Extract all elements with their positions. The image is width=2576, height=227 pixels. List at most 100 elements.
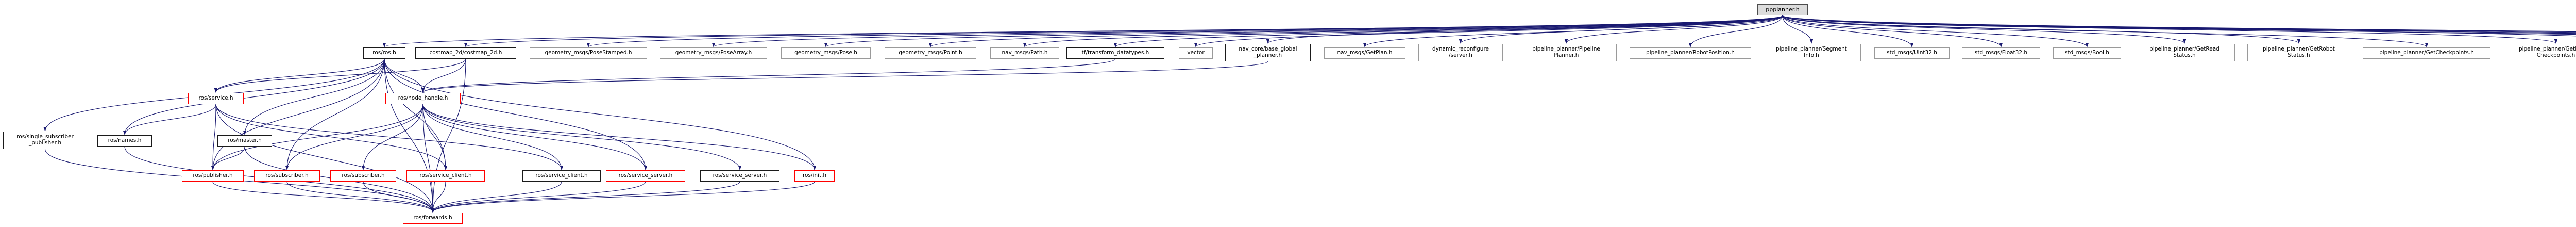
graph-edge [431, 181, 740, 213]
graph-node[interactable]: nav_core/base_global _planner.h [1225, 44, 1311, 61]
graph-edge [1782, 15, 2186, 44]
graph-node[interactable]: costmap_2d/costmap_2d.h [415, 47, 516, 59]
graph-edge [1782, 15, 2576, 33]
graph-edge [422, 104, 742, 170]
graph-node[interactable]: pipeline_planner/GetRobot Status.h [2247, 44, 2350, 61]
graph-edge [421, 58, 1116, 93]
graph-edge [1782, 15, 2576, 33]
graph-node[interactable]: pipeline_planner/GetCheckpoints.h [2363, 47, 2490, 59]
graph-node[interactable]: ros/service_server.h [606, 170, 685, 182]
graph-node[interactable]: pipeline_planner/Pipeline Planner.h [1516, 44, 1617, 61]
graph-edge [1114, 15, 1783, 47]
graph-edge [431, 58, 466, 213]
graph-edge [1782, 15, 1814, 44]
graph-edge [384, 58, 817, 170]
graph-edge [243, 58, 385, 135]
graph-edge [1782, 15, 2428, 47]
graph-node[interactable]: std_msgs/UInt32.h [1874, 47, 1950, 59]
graph-node[interactable]: std_msgs/Bool.h [2053, 47, 2121, 59]
graph-node[interactable]: ros/single_subscriber _publisher.h [3, 132, 87, 149]
graph-node[interactable]: ros/master.h [217, 135, 272, 147]
graph-node[interactable]: ros/forwards.h [403, 213, 463, 224]
graph-edge [431, 181, 446, 213]
graph-edge [1782, 15, 2003, 47]
graph-edge [211, 146, 245, 170]
graph-edge [421, 61, 1268, 93]
graph-edge [1782, 15, 2576, 35]
graph-node[interactable]: nav_msgs/Path.h [990, 47, 1059, 59]
graph-edge [422, 104, 648, 170]
graph-node[interactable]: ros/publisher.h [182, 170, 244, 182]
graph-node[interactable]: ros/subscriber.h [330, 170, 396, 182]
graph-node[interactable]: dynamic_reconfigure /server.h [1418, 44, 1503, 61]
graph-edge [1194, 15, 1783, 47]
graph-edge [422, 104, 435, 213]
graph-edge [384, 58, 435, 213]
graph-edge [431, 181, 646, 213]
graph-edge [422, 104, 817, 170]
graph-edge [431, 181, 562, 213]
graph-edge [1564, 15, 1783, 44]
graph-edge [824, 15, 1783, 47]
graph-node-root[interactable]: ppplanner.h [1757, 4, 1808, 15]
graph-edge [211, 104, 216, 170]
graph-node[interactable]: ros/service_server.h [700, 170, 779, 182]
graph-node[interactable]: pipeline_planner/Segment Info.h [1762, 44, 1861, 61]
graph-edge [214, 58, 466, 93]
graph-edge [464, 15, 1783, 47]
graph-edge [712, 15, 1783, 47]
graph-node[interactable]: tf/transform_datatypes.h [1066, 47, 1164, 59]
graph-edge [1782, 15, 2557, 44]
graph-edge [363, 181, 435, 213]
graph-node[interactable]: ros/init.h [794, 170, 835, 182]
graph-edge [286, 181, 435, 213]
graph-edge [422, 104, 448, 170]
graph-edge [1688, 15, 1783, 47]
graph-edge [1266, 15, 1783, 44]
graph-node[interactable]: ros/service_client.h [522, 170, 601, 182]
graph-edge [929, 15, 1783, 47]
graph-edge [285, 58, 385, 170]
graph-edge [215, 104, 435, 213]
graph-node[interactable]: ros/ros.h [363, 47, 405, 59]
graph-node[interactable]: geometry_msgs/PoseStamped.h [530, 47, 647, 59]
graph-edge [1459, 15, 1783, 44]
graph-edge [1782, 15, 2576, 34]
graph-edge [361, 104, 423, 170]
graph-edge [587, 15, 1783, 47]
graph-node[interactable]: ros/names.h [97, 135, 152, 147]
graph-edge [1782, 15, 2300, 44]
graph-node[interactable]: pipeline_planner/RobotPosition.h [1630, 47, 1751, 59]
graph-node[interactable]: std_msgs/Float32.h [1962, 47, 2040, 59]
graph-edge [1782, 15, 2576, 32]
graph-node[interactable]: ros/subscriber.h [254, 170, 320, 182]
graph-edge [1782, 15, 2576, 37]
graph-node[interactable]: geometry_msgs/Point.h [885, 47, 976, 59]
graph-edge [383, 15, 1783, 47]
graph-edge [1782, 15, 1914, 47]
graph-node[interactable]: geometry_msgs/Pose.h [781, 47, 871, 59]
graph-edge [212, 181, 435, 213]
graph-node[interactable]: geometry_msgs/PoseArray.h [660, 47, 767, 59]
graph-edge [123, 58, 385, 135]
graph-node[interactable]: ros/service.h [188, 93, 244, 104]
graph-node[interactable]: ros/service_client.h [406, 170, 485, 182]
graph-node[interactable]: pipeline_planner/GetRead Status.h [2134, 44, 2235, 61]
graph-node[interactable]: vector [1179, 47, 1213, 59]
graph-edge [211, 58, 385, 170]
graph-edge [384, 58, 425, 93]
graph-edge [1363, 15, 1783, 47]
graph-edge [422, 104, 564, 170]
graph-edge [384, 58, 448, 170]
graph-edge [421, 58, 466, 93]
graph-node[interactable]: pipeline_planner/GetNumof Checkpoints.h [2503, 44, 2576, 61]
graph-edge [1023, 15, 1783, 47]
graph-edge [214, 58, 385, 93]
graph-edge [1782, 15, 2089, 47]
graph-node[interactable]: nav_msgs/GetPlan.h [1324, 47, 1405, 59]
graph-edge [123, 104, 216, 135]
graph-edge [285, 104, 423, 170]
graph-node[interactable]: ros/node_handle.h [385, 93, 461, 104]
